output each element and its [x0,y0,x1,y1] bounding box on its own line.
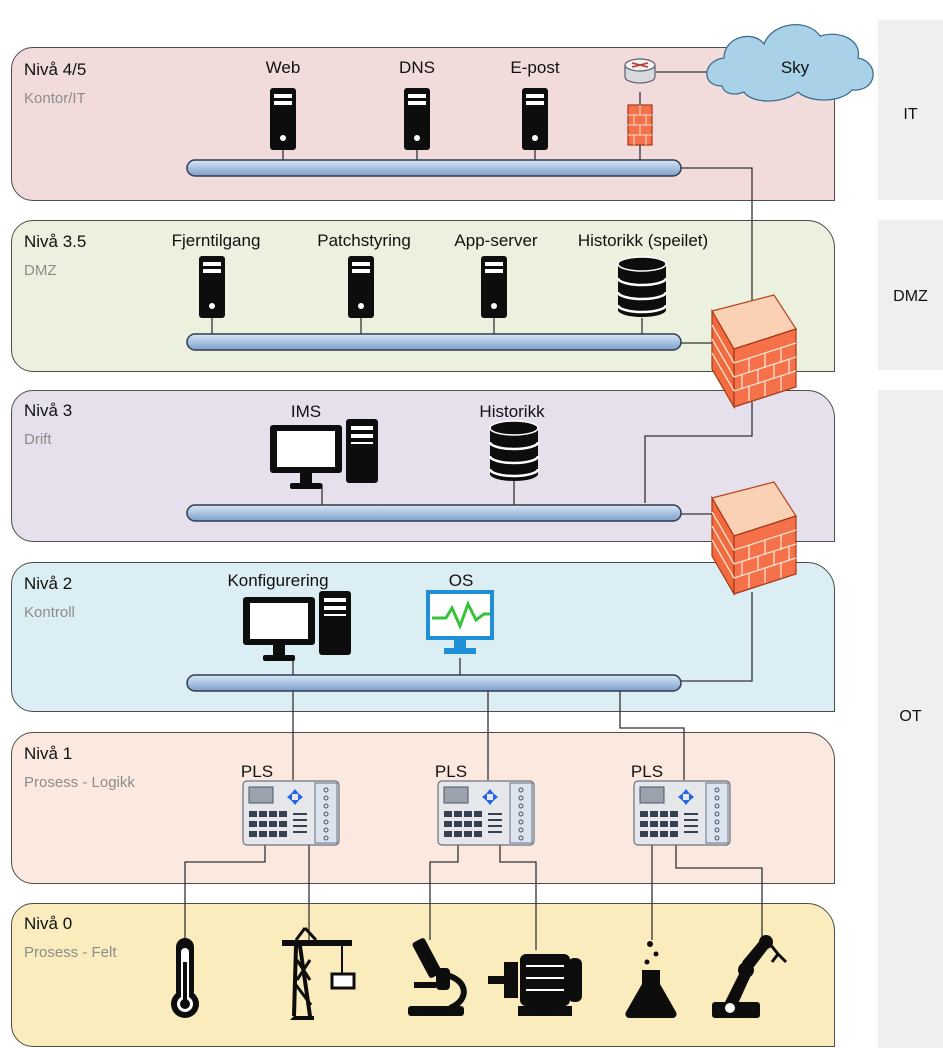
network-bus-l35 [186,333,682,351]
zone-label-it: IT [903,106,918,123]
level-band-0 [11,903,835,1047]
server-icon [522,88,548,150]
label-sky: Sky [780,58,810,77]
level-title-2: Nivå 2 [24,574,73,593]
server-icon [199,256,225,318]
robot-arm-icon [712,935,788,1018]
zone-it: IT [878,20,943,200]
network-bus-l3 [186,504,682,522]
level-title-0: Nivå 0 [24,914,73,933]
hmi-monitor-icon [426,590,494,654]
server-icon [404,88,430,150]
workstation-icon [270,419,378,489]
server-icon [481,256,507,318]
zone-dmz: DMZ [878,220,943,370]
cloud-icon [706,24,874,102]
label-pls-1: PLS [240,762,274,781]
connection-lines [184,71,763,950]
zone-ot: OT [878,390,943,1048]
workstation-icon [243,591,351,661]
server-icon [348,256,374,318]
label-app-server: App-server [454,231,538,250]
flask-icon [625,941,677,1019]
label-pls-3: PLS [630,762,664,781]
level-subtitle-2: Kontroll [24,604,75,621]
label-fjerntilgang: Fjerntilgang [171,231,261,250]
network-bus-l45 [186,159,682,177]
label-os: OS [448,571,474,590]
level-subtitle-3-5: DMZ [24,262,57,279]
plc-icon [437,780,535,846]
level-subtitle-1: Prosess - Logikk [24,774,135,791]
crane-icon [282,926,356,1020]
small-firewall-icon [627,104,653,146]
level-title-3: Nivå 3 [24,401,73,420]
level-subtitle-3: Drift [24,431,52,448]
plc-icon [633,780,731,846]
level-title-3-5: Nivå 3.5 [24,232,87,251]
label-historikk-speilet: Historikk (speilet) [577,231,709,250]
zone-label-ot: OT [899,708,922,725]
level-title-1: Nivå 1 [24,744,73,763]
level-subtitle-0: Prosess - Felt [24,944,117,961]
label-patchstyring: Patchstyring [317,231,411,250]
thermometer-icon [171,938,199,1018]
plc-icon [242,780,340,846]
database-icon [616,255,668,319]
microscope-icon [408,938,467,1016]
level-subtitle-4-5: Kontor/IT [24,90,86,107]
label-ims: IMS [290,402,322,421]
server-icon [270,88,296,150]
label-dns: DNS [399,58,435,77]
router-icon [624,58,656,84]
label-web: Web [265,58,301,77]
label-epost: E-post [510,58,560,77]
database-icon [488,419,540,483]
network-bus-l2 [186,674,682,692]
label-pls-2: PLS [434,762,468,781]
label-konfigurering: Konfigurering [227,571,329,590]
level-title-4-5: Nivå 4/5 [24,60,87,79]
label-historikk: Historikk [479,402,545,421]
firewall-icon [711,294,797,408]
motor-icon [488,954,582,1016]
firewall-icon [711,481,797,595]
zone-label-dmz: DMZ [893,288,928,305]
